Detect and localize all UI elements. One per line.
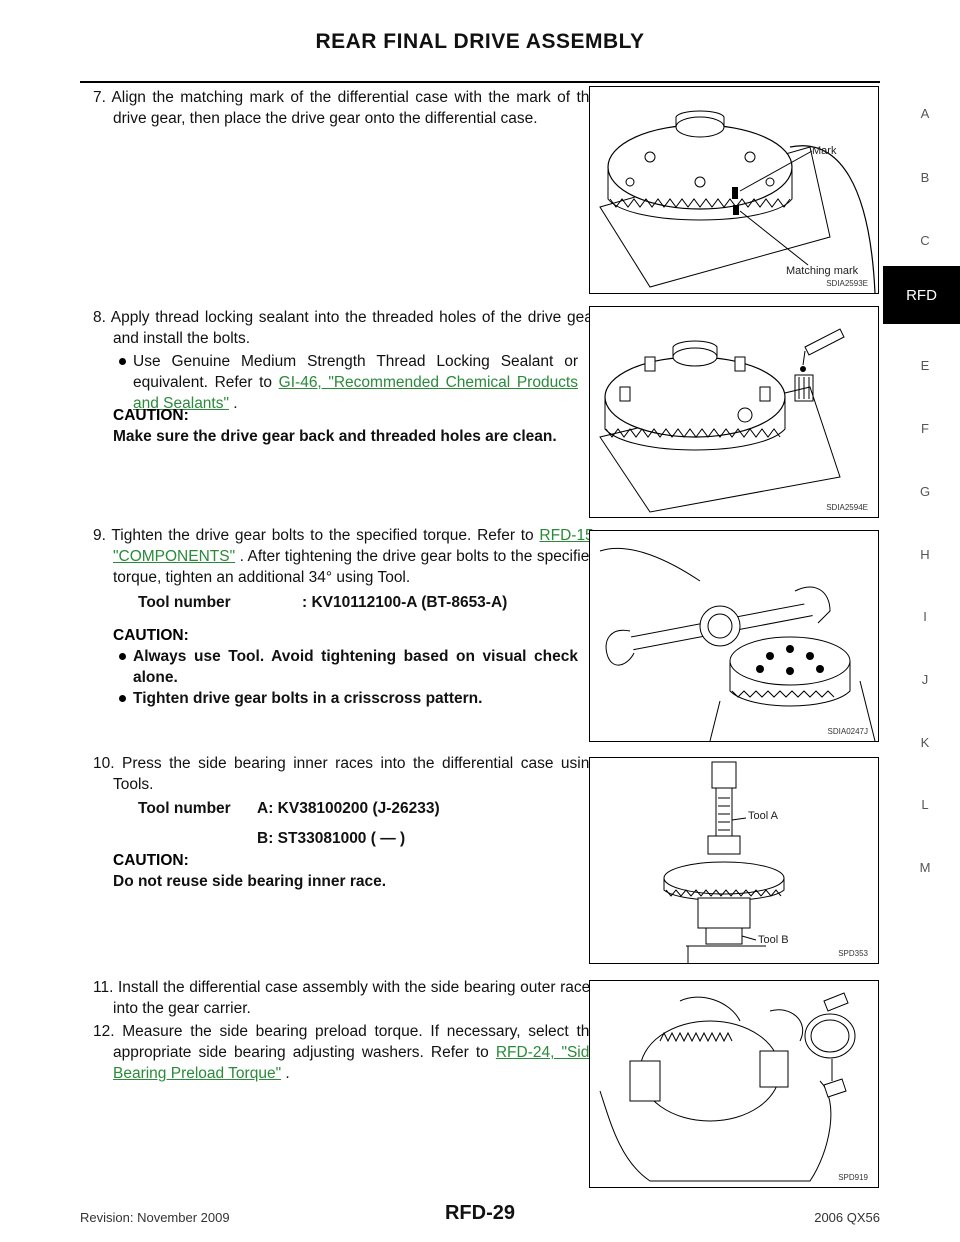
step-9-text-post: . After tightening the drive gear bolts … (113, 548, 598, 586)
bullet-icon (119, 653, 126, 661)
figure-thread-sealant: SDIA2594E (589, 306, 879, 518)
label-mark: Mark (812, 145, 837, 157)
side-tab-b[interactable]: B (920, 170, 930, 185)
step-8-bullet-text: Use Genuine Medium Strength Thread Locki… (133, 353, 578, 391)
step-9-bullet-1-text: Always use Tool. Avoid tightening based … (133, 648, 578, 686)
side-tab-a[interactable]: A (920, 106, 930, 121)
figure-code: SDIA2594E (826, 503, 868, 512)
link-gi-46[interactable]: GI-46, "Recommended Chemical Products an… (133, 374, 578, 412)
side-tab-g[interactable]: G (919, 484, 931, 499)
step-9-caution-heading: CAUTION: (113, 627, 189, 644)
figure-code: SDIA0247J (827, 727, 868, 736)
differential-case-illustration (599, 110, 876, 293)
side-tab-f[interactable]: F (921, 421, 929, 436)
label-tool-a: Tool A (748, 810, 778, 822)
figure-press-bearing: Tool A Tool B SPD353 (589, 757, 879, 964)
step-9-bullet-1: Always use Tool. Avoid tightening based … (113, 646, 578, 688)
bullet-icon (119, 358, 126, 366)
step-8-caution-text: Make sure the drive gear back and thread… (113, 428, 557, 445)
side-tab-i[interactable]: I (923, 609, 927, 624)
step-10-caution-heading: CAUTION: (113, 852, 189, 869)
figure-code: SDIA2593E (826, 279, 868, 288)
step-9-bullet-2-text: Tighten drive gear bolts in a crisscross… (133, 690, 483, 707)
label-tool-b: Tool B (758, 934, 789, 946)
step-10-tool-label: Tool number (138, 800, 231, 817)
side-tab-l[interactable]: L (921, 797, 929, 812)
side-tab-m[interactable]: M (919, 860, 931, 875)
step-9-bullet-2: Tighten drive gear bolts in a crisscross… (113, 688, 578, 709)
step-12-text-pre: 12. Measure the side bearing preload tor… (93, 1023, 598, 1061)
step-9-tool-label: Tool number (138, 594, 231, 611)
step-10-text: 10. Press the side bearing inner races i… (93, 755, 598, 793)
side-tab-k[interactable]: K (920, 735, 930, 750)
step-12-text-post: . (281, 1065, 290, 1082)
sealant-application-illustration (599, 328, 845, 513)
step-10-tool-b: B: ST33081000 ( — ) (257, 830, 406, 847)
step-9-text: 9. Tighten the drive gear bolts to the s… (93, 525, 598, 588)
bullet-icon (119, 695, 126, 703)
footer-page-number: RFD-29 (444, 1202, 515, 1224)
figure-differential-mark: Mark Matching mark SDIA2593E (589, 86, 879, 294)
side-tab-c[interactable]: C (920, 233, 930, 248)
step-7-text: 7. Align the matching mark of the differ… (93, 89, 598, 127)
step-10-tool-a: A: KV38100200 (J-26233) (257, 800, 440, 817)
side-tab-j[interactable]: J (921, 672, 929, 687)
figure-code: SPD919 (838, 1173, 868, 1182)
link-rfd-24[interactable]: RFD-24, "Side Bearing Preload Torque" (113, 1044, 598, 1082)
gear-carrier-illustration (599, 992, 856, 1182)
press-tool-illustration (663, 761, 785, 963)
step-8-text: 8. Apply thread locking sealant into the… (93, 309, 598, 347)
step-8-bullet-post: . (229, 395, 238, 412)
side-tab-e[interactable]: E (920, 358, 930, 373)
footer-model: 2006 QX56 (814, 1210, 880, 1225)
step-9-tool-value: : KV10112100-A (BT-8653-A) (302, 594, 508, 611)
title-rule (80, 81, 880, 83)
torque-wrench-illustration (599, 547, 876, 741)
step-10-caution-text: Do not reuse side bearing inner race. (113, 873, 387, 890)
link-rfd-15[interactable]: RFD-15, "COMPONENTS" (113, 527, 598, 565)
step-12-text: 12. Measure the side bearing preload tor… (93, 1021, 598, 1084)
side-tab-rfd-active[interactable]: RFD (883, 266, 960, 324)
step-8-bullet: Use Genuine Medium Strength Thread Locki… (113, 351, 578, 414)
side-tab-h[interactable]: H (920, 547, 930, 562)
page-title: REAR FINAL DRIVE ASSEMBLY (315, 30, 645, 53)
step-11-text: 11. Install the differential case assemb… (93, 979, 598, 1017)
figure-case-install: SPD919 (589, 980, 879, 1188)
step-8-caution-heading: CAUTION: (113, 407, 189, 424)
footer-revision: Revision: November 2009 (80, 1210, 230, 1225)
figure-torque-wrench: SDIA0247J (589, 530, 879, 742)
figure-code: SPD353 (838, 949, 868, 958)
step-9-text-pre: 9. Tighten the drive gear bolts to the s… (93, 527, 540, 544)
label-matching-mark: Matching mark (786, 265, 859, 277)
